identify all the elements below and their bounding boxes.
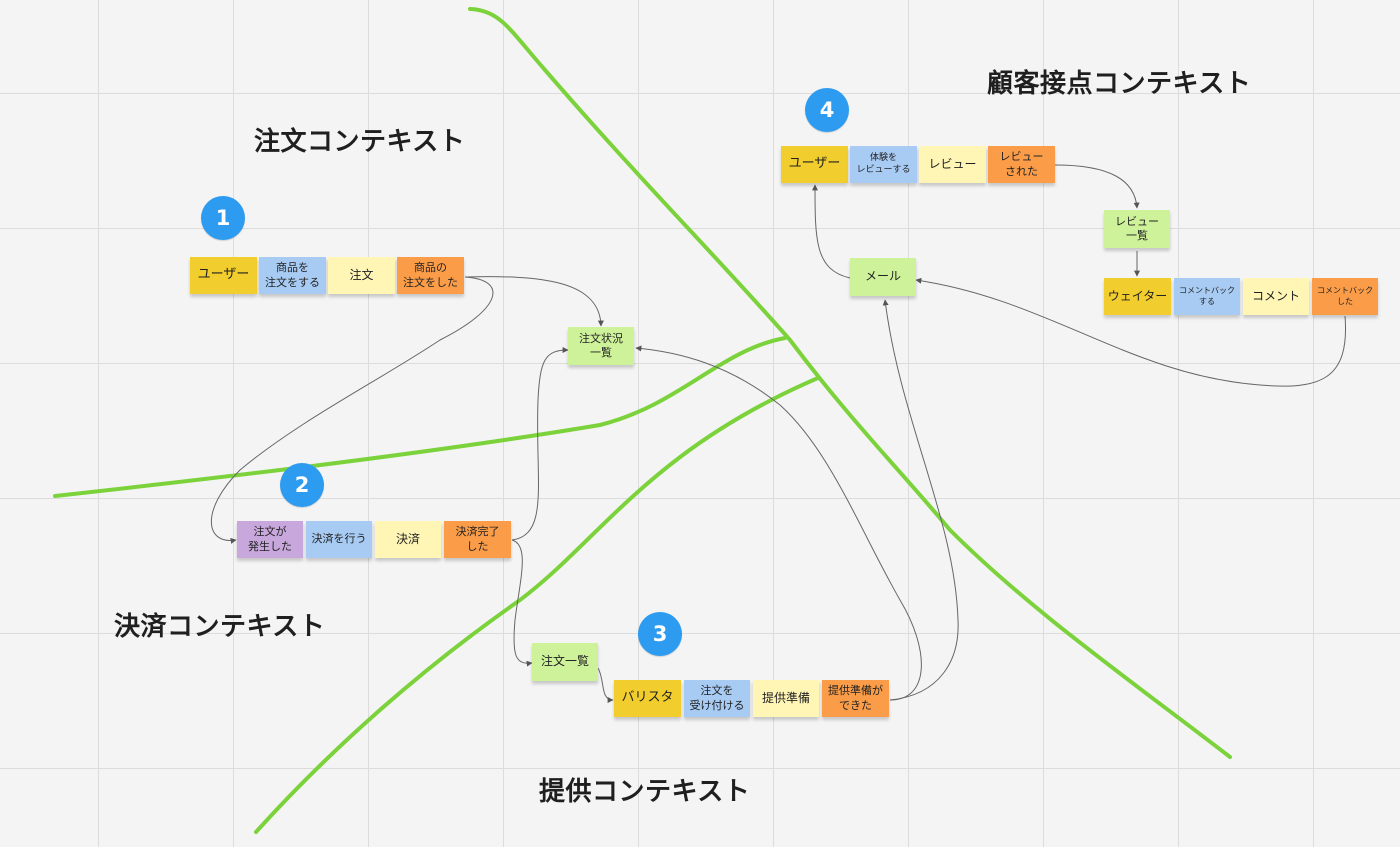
step-badge-2: 2 bbox=[280, 463, 324, 507]
sticky-aggregate-comment[interactable]: コメント bbox=[1243, 278, 1309, 315]
customer-context-title: 顧客接点コンテキスト bbox=[987, 69, 1252, 99]
serving-context-title: 提供コンテキスト bbox=[539, 777, 751, 807]
sticky-actor-waiter[interactable]: ウェイター bbox=[1104, 278, 1171, 315]
connector-review-to-list bbox=[1054, 164, 1140, 209]
sticky-command-review-experience[interactable]: 体験を レビューする bbox=[850, 146, 917, 183]
boundary-line-main bbox=[468, 7, 1232, 759]
sticky-actor-barista[interactable]: バリスタ bbox=[614, 680, 681, 717]
sticky-readmodel-order-status-list[interactable]: 注文状況 一覧 bbox=[568, 327, 634, 365]
connector-comment-to-mail bbox=[915, 277, 1347, 387]
order-context-title: 注文コンテキスト bbox=[254, 127, 466, 157]
sticky-event-serving-ready[interactable]: 提供準備が できた bbox=[822, 680, 889, 717]
step-badge-1: 1 bbox=[201, 196, 245, 240]
connector-mail-to-user bbox=[812, 184, 851, 279]
sticky-aggregate-serving-prep[interactable]: 提供準備 bbox=[753, 680, 819, 717]
connector-serve-list-to-barista bbox=[597, 667, 614, 703]
sticky-event-reviewed[interactable]: レビュー された bbox=[988, 146, 1055, 183]
sticky-event-commented-back[interactable]: コメントバック した bbox=[1312, 278, 1378, 315]
boundary-line-order-payment bbox=[53, 336, 787, 498]
sticky-readmodel-review-list[interactable]: レビュー 一覧 bbox=[1104, 210, 1170, 248]
step-badge-3: 3 bbox=[638, 612, 682, 656]
sticky-event-payment-completed[interactable]: 決済完了 した bbox=[444, 521, 511, 558]
sticky-actor-user[interactable]: ユーザー bbox=[190, 257, 257, 294]
connector-serve-to-mail bbox=[882, 299, 959, 701]
connector-payment-to-serve-list bbox=[511, 539, 533, 667]
sticky-command-accept-order[interactable]: 注文を 受け付ける bbox=[684, 680, 750, 717]
boundary-line-payment-serving bbox=[254, 376, 820, 834]
sticky-readmodel-mail[interactable]: メール bbox=[850, 258, 916, 296]
sticky-event-product-ordered[interactable]: 商品の 注文をした bbox=[397, 257, 464, 294]
sticky-aggregate-order[interactable]: 注文 bbox=[328, 257, 395, 294]
sticky-aggregate-review[interactable]: レビュー bbox=[919, 146, 986, 183]
connector-order-to-status bbox=[464, 276, 604, 327]
sticky-command-make-payment[interactable]: 決済を行う bbox=[306, 521, 372, 558]
step-badge-4: 4 bbox=[805, 88, 849, 132]
sticky-actor-user-cx[interactable]: ユーザー bbox=[781, 146, 848, 183]
sticky-command-order-product[interactable]: 商品を 注文をする bbox=[259, 257, 326, 294]
sticky-aggregate-payment[interactable]: 決済 bbox=[375, 521, 441, 558]
sticky-readmodel-order-list[interactable]: 注文一覧 bbox=[532, 643, 598, 681]
payment-context-title: 決済コンテキスト bbox=[114, 612, 326, 642]
connector-order-to-payment-policy bbox=[210, 276, 494, 544]
sticky-command-comment-back[interactable]: コメントバック する bbox=[1174, 278, 1240, 315]
sticky-policy-order-occurred[interactable]: 注文が 発生した bbox=[237, 521, 303, 558]
connector-serve-to-status bbox=[635, 345, 922, 701]
connector-payment-to-status bbox=[511, 347, 569, 541]
